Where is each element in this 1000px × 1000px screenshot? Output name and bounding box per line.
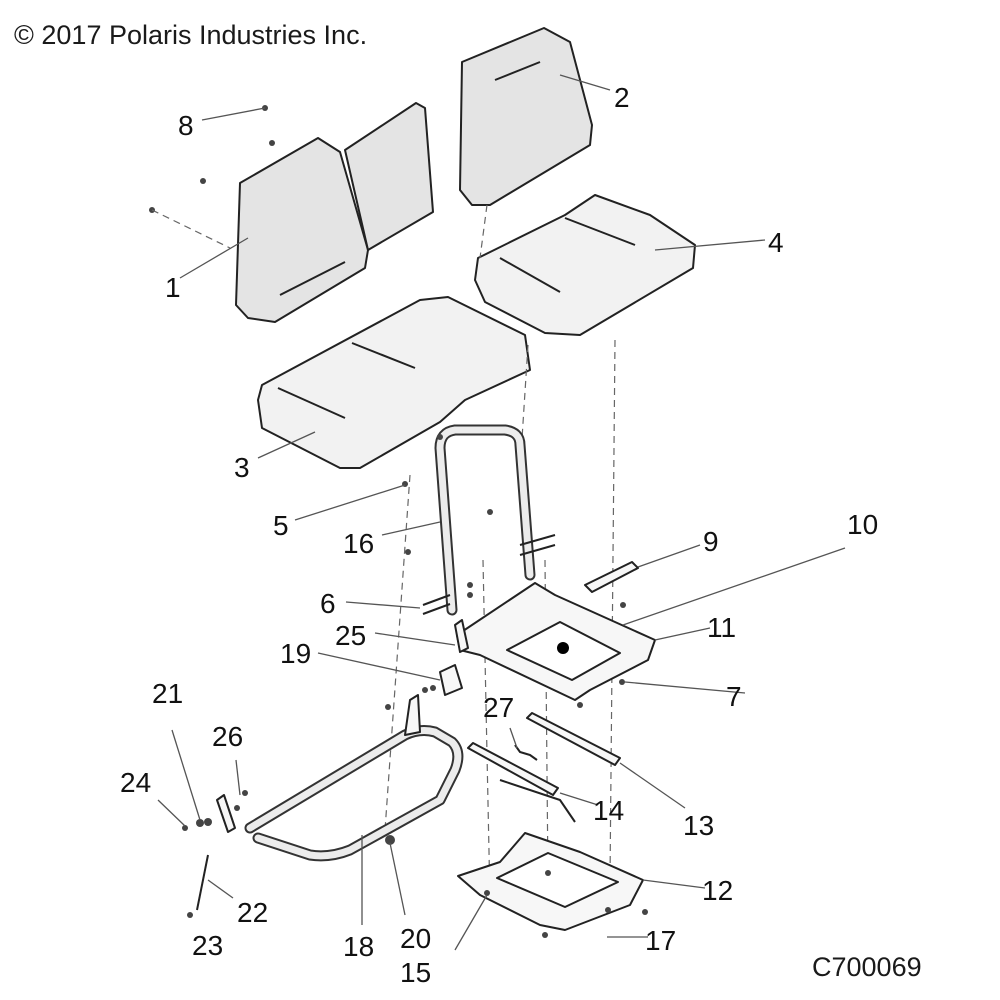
part-13-slide-rail[interactable]	[526, 712, 621, 766]
callout-24[interactable]: 24	[120, 767, 151, 798]
part-2-seat-back-right[interactable]	[459, 27, 593, 206]
part-9-bracket-strap[interactable]	[584, 561, 639, 593]
callout-8[interactable]: 8	[178, 110, 194, 141]
callout-7[interactable]: 7	[726, 681, 742, 712]
callout-2[interactable]: 2	[614, 82, 630, 113]
copyright-notice: © 2017 Polaris Industries Inc.	[14, 20, 368, 50]
callout-25[interactable]: 25	[335, 620, 366, 651]
callout-15[interactable]: 15	[400, 957, 431, 988]
part-19-bracket[interactable]	[422, 664, 463, 696]
part-22-gas-strut[interactable]	[187, 854, 209, 918]
callout-18[interactable]: 18	[343, 931, 374, 962]
callout-10[interactable]: 10	[847, 509, 878, 540]
figure-code: C700069	[812, 952, 922, 982]
callout-4[interactable]: 4	[768, 227, 784, 258]
callout-1[interactable]: 1	[165, 272, 181, 303]
part-1-seat-back-left[interactable]	[149, 102, 434, 323]
callout-13[interactable]: 13	[683, 810, 714, 841]
callout-26[interactable]: 26	[212, 721, 243, 752]
part-12-seat-pan[interactable]	[457, 832, 648, 938]
part-16-back-frame-tube[interactable]	[434, 424, 536, 616]
part-18-seat-frame-tube[interactable]	[216, 694, 464, 862]
callout-23[interactable]: 23	[192, 930, 223, 961]
part-27-spring[interactable]	[514, 744, 538, 761]
callout-6[interactable]: 6	[320, 588, 336, 619]
callout-20[interactable]: 20	[400, 923, 431, 954]
callout-14[interactable]: 14	[593, 795, 624, 826]
callout-3[interactable]: 3	[234, 452, 250, 483]
callout-21[interactable]: 21	[152, 678, 183, 709]
callout-19[interactable]: 19	[280, 638, 311, 669]
part-11-seat-base-frame[interactable]	[456, 582, 656, 708]
callout-22[interactable]: 22	[237, 897, 268, 928]
hardware-bolts	[402, 434, 556, 615]
callout-11[interactable]: 11	[707, 612, 736, 643]
callout-5[interactable]: 5	[273, 510, 289, 541]
part-3-bench-cushion[interactable]	[257, 296, 531, 469]
callout-16[interactable]: 16	[343, 528, 374, 559]
callout-12[interactable]: 12	[702, 875, 733, 906]
part-14-slide-rail-lever[interactable]	[467, 742, 576, 823]
part-25-hinge-bracket[interactable]	[454, 619, 469, 653]
callout-9[interactable]: 9	[703, 526, 719, 557]
hardware-left	[182, 704, 395, 845]
callout-27[interactable]: 27	[483, 692, 514, 723]
part-4-seat-cushion-right[interactable]	[474, 194, 696, 336]
callout-17[interactable]: 17	[645, 925, 676, 956]
